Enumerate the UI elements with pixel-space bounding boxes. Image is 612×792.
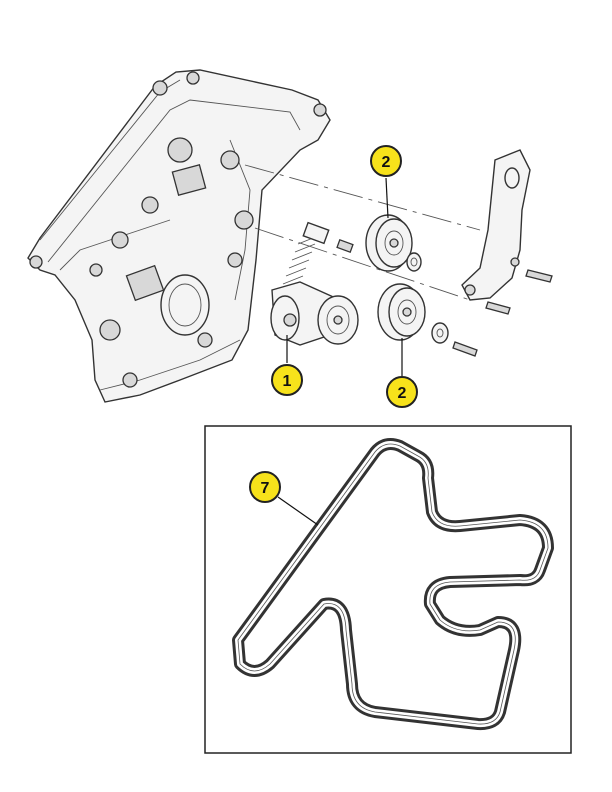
idler-pulley-upper xyxy=(365,214,422,272)
tensioner-assembly xyxy=(270,221,359,346)
tensioner-spring xyxy=(279,221,330,293)
svg-text:7: 7 xyxy=(261,480,270,497)
timing-cover xyxy=(27,69,331,403)
callout-tensioner: 1 xyxy=(271,364,303,396)
leader-lines xyxy=(277,177,403,526)
idler-pulley-lower xyxy=(377,283,478,357)
callout-belt: 7 xyxy=(249,471,281,503)
alignment-lines xyxy=(244,164,481,301)
callout-idler-upper: 2 xyxy=(370,145,402,177)
svg-text:1: 1 xyxy=(283,373,292,390)
callout-idler-lower: 2 xyxy=(386,376,418,408)
mounting-bracket xyxy=(461,149,553,315)
serpentine-belt xyxy=(232,438,554,731)
svg-text:2: 2 xyxy=(382,154,391,171)
svg-text:2: 2 xyxy=(398,385,407,402)
